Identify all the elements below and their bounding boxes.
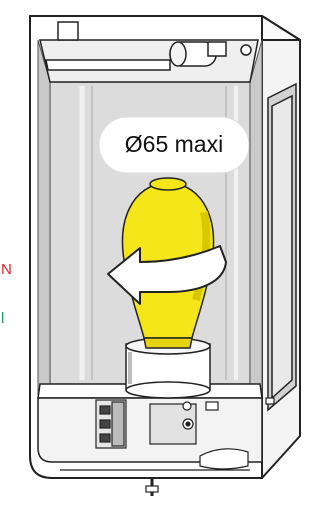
top-rail — [46, 60, 170, 70]
earth-terminal-core — [186, 422, 190, 426]
base-clip — [206, 402, 218, 410]
terminal-block — [96, 400, 126, 448]
side-window-inner — [272, 96, 292, 398]
bulb-cap — [150, 178, 186, 190]
top-clip-right — [208, 42, 226, 56]
top-screw — [241, 45, 251, 55]
bulb-collar — [144, 338, 192, 348]
socket-bottom — [126, 382, 210, 398]
top-pipe-end — [170, 42, 186, 66]
top-clip-left — [58, 22, 78, 40]
cable-gland-nut — [146, 486, 158, 492]
terminal-screw-2 — [100, 420, 110, 428]
l-label: l — [1, 311, 4, 326]
base-right-screw — [266, 398, 274, 404]
terminal-plate — [112, 402, 124, 446]
n-label: N — [1, 262, 12, 277]
terminal-screw-1 — [100, 406, 110, 414]
callout-text: Ø65 maxi — [99, 131, 249, 158]
side-window — [268, 84, 296, 410]
cavity-right-wall — [250, 40, 262, 398]
base-screw — [183, 402, 191, 410]
terminal-screw-3 — [100, 434, 110, 442]
cavity-left-wall — [38, 40, 50, 398]
